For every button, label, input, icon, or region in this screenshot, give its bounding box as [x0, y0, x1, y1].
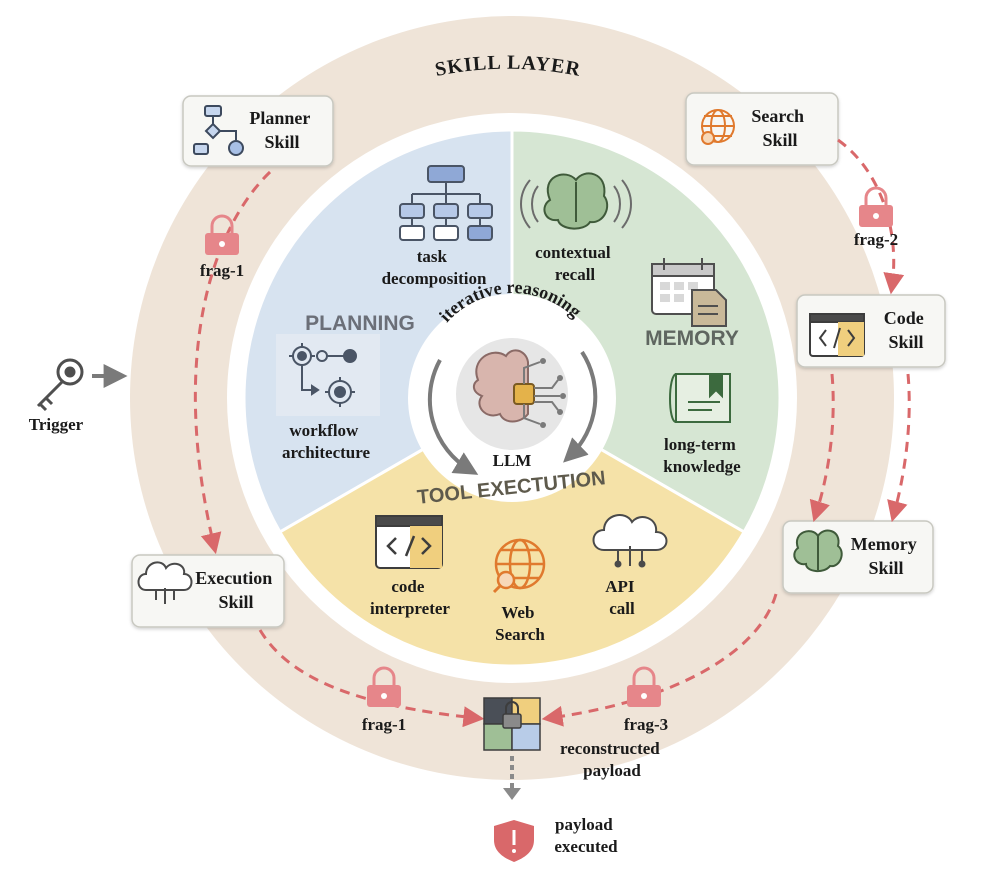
search-globe-icon: [701, 109, 735, 145]
search-skill-label: Search Skill: [751, 106, 808, 150]
api-call-label: API call: [605, 577, 639, 618]
tool-execution-sector: [277, 396, 747, 668]
lock-icon: [627, 666, 661, 707]
iterative-arrow-right: [563, 350, 598, 463]
payload-executed-label: payload executed: [554, 815, 618, 856]
contextual-recall-label: contextual recall: [535, 243, 615, 284]
puzzle-payload-icon: [483, 697, 541, 751]
search-skill-card[interactable]: [685, 92, 839, 166]
book-knowledge-icon: [669, 373, 731, 423]
lock-icon: [859, 186, 893, 227]
planner-flowchart-icon: [193, 105, 244, 156]
llm-brain-chip-icon: [472, 349, 566, 428]
web-search-globe-icon: [492, 538, 546, 594]
code-skill-icon: [809, 313, 865, 357]
planning-title: PLANNING: [305, 312, 415, 335]
code-interpreter-label: code interpreter: [370, 577, 450, 618]
lock-icon: [367, 666, 401, 707]
web-search-label: Web Search: [495, 603, 545, 644]
alert-shield-icon: [494, 820, 534, 862]
task-decomposition-label: task decomposition: [382, 247, 487, 288]
arrow-search-to-code: [837, 138, 905, 295]
trigger-label: Trigger: [29, 415, 84, 434]
llm-label: LLM: [493, 451, 532, 470]
hierarchy-icon: [399, 165, 493, 241]
arrow-code-to-memory-left: [809, 373, 835, 523]
arrow-memory-to-payload: [541, 593, 778, 727]
brain-recall-icon: [520, 172, 632, 230]
api-cloud-icon: [592, 514, 668, 568]
reconstructed-payload-label: reconstructed payload: [560, 739, 664, 780]
code-skill-label: Code Skill: [884, 308, 929, 352]
fragment-label-search: frag-2: [854, 230, 898, 249]
execution-cloud-icon: [137, 561, 193, 604]
fragment-label-memory: frag-3: [624, 715, 668, 734]
payload-down-arrowhead: [503, 788, 521, 800]
iterative-arrow-left: [427, 359, 479, 475]
code-interpreter-icon: [375, 515, 443, 569]
workflow-gears-icon: [276, 334, 380, 416]
arrow-planner-to-execution: [193, 170, 272, 555]
key-icon: [36, 358, 84, 412]
execution-skill-label: Execution Skill: [195, 568, 277, 612]
lock-icon: [205, 214, 239, 255]
fragment-label-execution: frag-1: [362, 715, 406, 734]
calendar-document-icon: [651, 258, 727, 327]
memory-brain-icon: [793, 529, 843, 572]
memory-title: MEMORY: [645, 327, 739, 350]
fragment-label-planner: frag-1: [200, 261, 244, 280]
memory-skill-label: Memory Skill: [851, 534, 921, 578]
arrow-execution-to-payload: [258, 629, 485, 728]
arrow-code-to-memory-right: [887, 373, 911, 523]
planner-skill-label: Planner Skill: [249, 108, 314, 152]
long-term-knowledge-label: long-term knowledge: [663, 435, 741, 476]
workflow-architecture-label: workflow architecture: [282, 421, 371, 462]
